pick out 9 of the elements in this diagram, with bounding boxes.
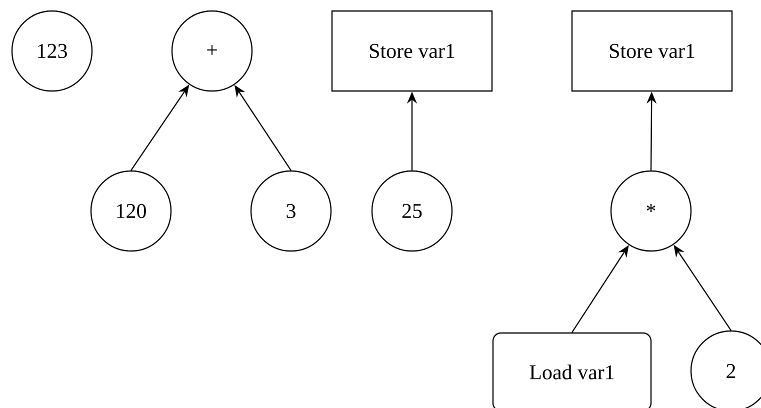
circle-node: 120 (90, 170, 172, 252)
circle-node: + (171, 10, 253, 92)
box-node: Store var1 (571, 10, 733, 92)
circle-node: 3 (250, 170, 332, 252)
circle-node: 123 (11, 10, 93, 92)
box-node: Store var1 (331, 10, 493, 92)
circle-node: 25 (371, 170, 453, 252)
circle-node: * (610, 170, 692, 252)
rounded-box-node: Load var1 (492, 332, 652, 408)
